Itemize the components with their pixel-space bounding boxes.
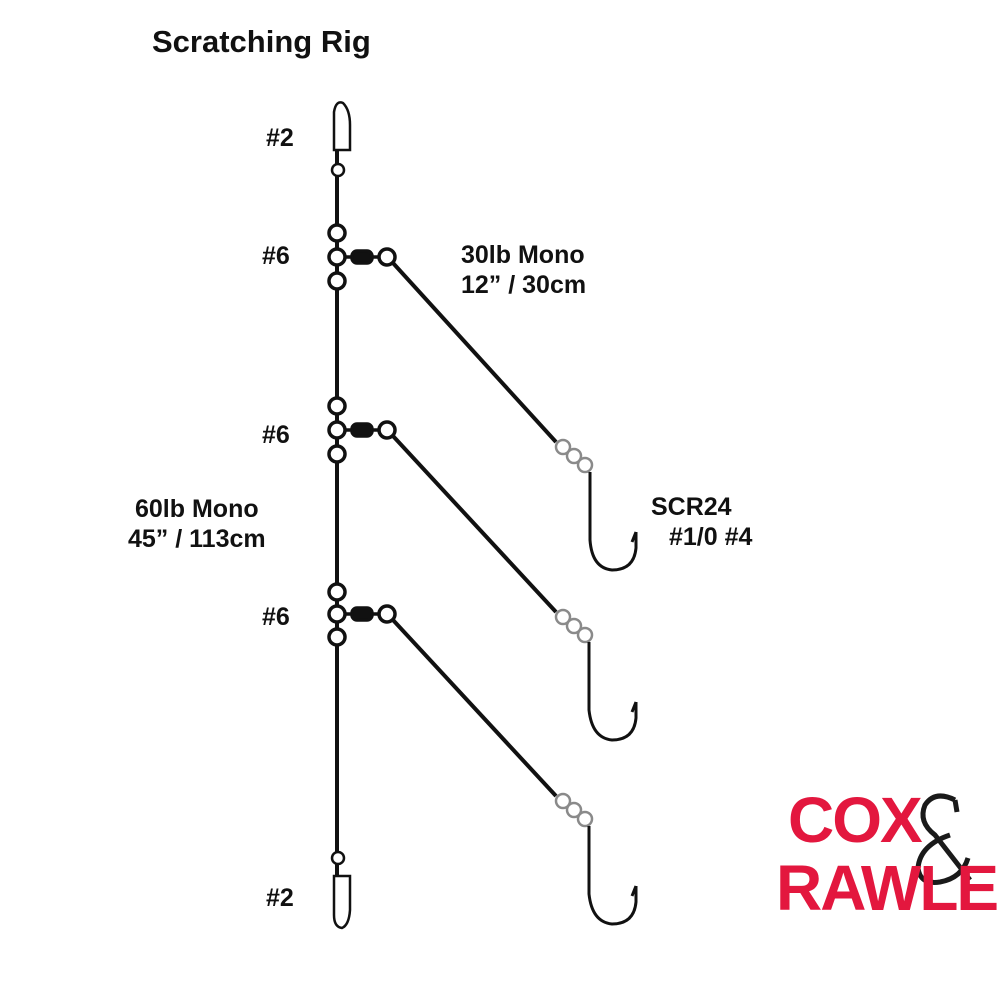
snood-2 — [391, 434, 638, 742]
page-title: Scratching Rig — [152, 24, 371, 59]
main-length-label: 45” / 113cm — [128, 525, 266, 553]
swivel-1-size-label: #6 — [262, 242, 290, 270]
beads-icon — [554, 792, 594, 828]
ampersand-hook-icon — [915, 793, 972, 885]
hook-icon — [587, 642, 638, 742]
hook-icon — [588, 472, 638, 572]
snood-length-label: 12” / 30cm — [461, 271, 587, 299]
brand-line-2: RAWLE — [776, 852, 999, 924]
three-way-swivel-1-icon — [327, 223, 397, 291]
hook-spec: SCR24 #1/0 #4 — [651, 492, 752, 552]
top-clip-icon — [330, 101, 352, 178]
three-way-swivel-2-icon — [327, 396, 397, 464]
brand-logo: COX RAWLE — [776, 784, 999, 938]
top-clip-size-label: #2 — [266, 124, 294, 152]
main-line-spec: 60lb Mono 45” / 113cm — [128, 494, 266, 554]
bottom-clip-size-label: #2 — [266, 884, 294, 912]
swivel-2-size-label: #6 — [262, 421, 290, 449]
hook-icon — [587, 826, 638, 926]
snood-1 — [391, 261, 638, 572]
hook-sizes-label: #1/0 #4 — [669, 523, 753, 551]
swivel-3-size-label: #6 — [262, 603, 290, 631]
beads-icon — [554, 608, 594, 644]
bottom-clip-icon — [330, 850, 352, 930]
three-way-swivel-3-icon — [327, 582, 397, 647]
hook-model-label: SCR24 — [651, 493, 732, 521]
beads-icon — [554, 438, 594, 474]
main-line-label: 60lb Mono — [135, 495, 259, 523]
snood-line-label: 30lb Mono — [461, 241, 585, 269]
snood-spec: 30lb Mono 12” / 30cm — [461, 240, 586, 300]
brand-line-1: COX — [788, 784, 923, 856]
snood-3 — [391, 618, 638, 926]
